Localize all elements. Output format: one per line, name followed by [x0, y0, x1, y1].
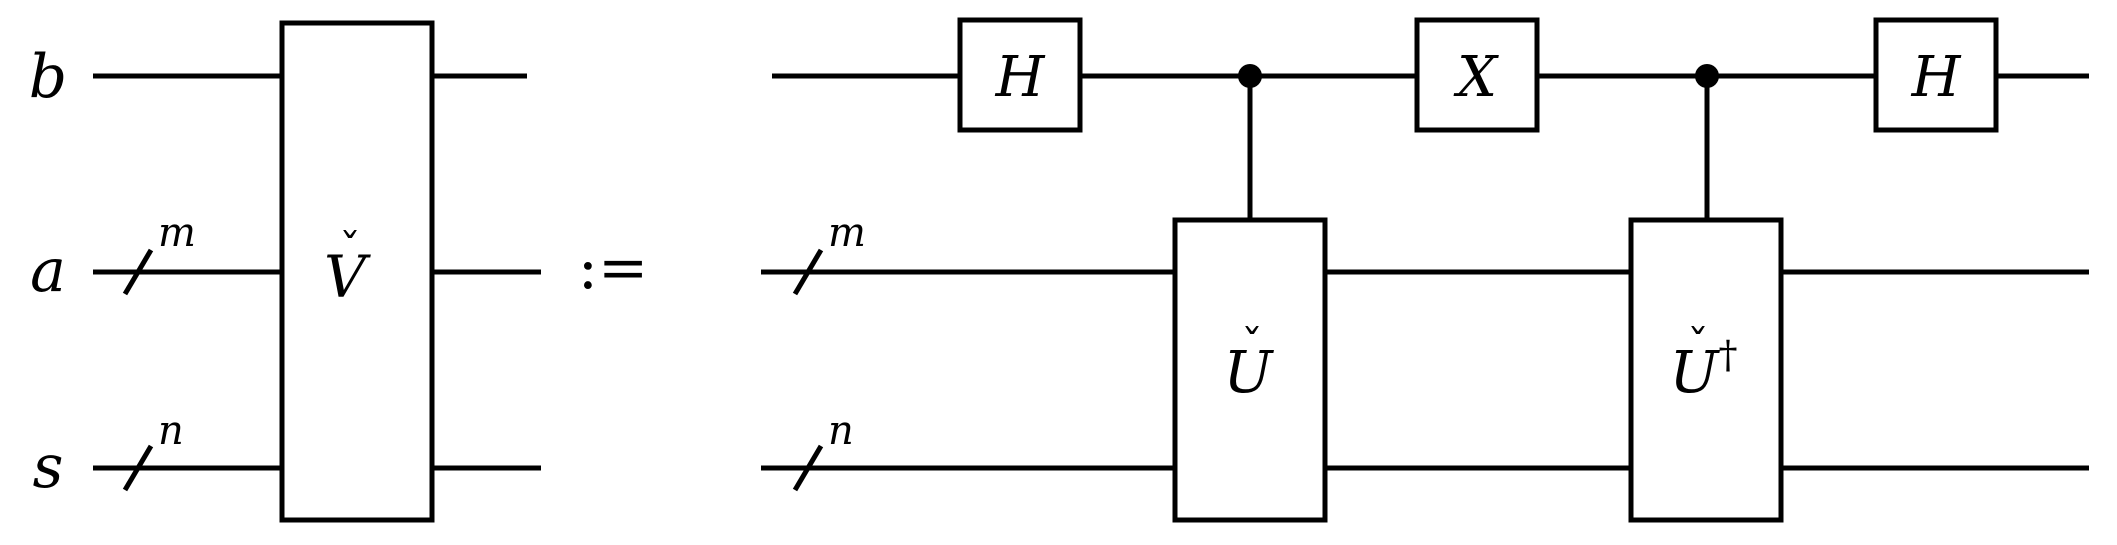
- gate-u-dagger-check-accent: ˇ: [1687, 321, 1709, 372]
- gate-u-dagger-symbol: †: [1719, 333, 1738, 377]
- lhs-bus-slash-a: [122, 248, 154, 296]
- rhs-bus-slash-s: [792, 444, 824, 492]
- lhs-bus-slash-s: [122, 444, 154, 492]
- wire-label-a: a: [30, 236, 66, 306]
- gate-hadamard-2: [1873, 17, 1999, 133]
- definition-operator: :=: [578, 233, 649, 303]
- lhs-bus-label-m: m: [158, 210, 196, 256]
- gate-pauli-x-label: X: [1453, 45, 1499, 110]
- wire-label-b: b: [29, 42, 67, 112]
- gate-u-check-dagger: [1628, 217, 1784, 523]
- gate-u-check: [1172, 217, 1328, 523]
- gate-u-check-accent: ˇ: [1241, 321, 1263, 372]
- gate-hadamard-1: [957, 17, 1083, 133]
- gate-u-dagger-label: U: [1670, 338, 1721, 406]
- gate-v-label: V: [324, 243, 371, 311]
- gate-hadamard-1-label: H: [995, 45, 1046, 110]
- gate-v-check: [279, 20, 435, 523]
- gate-u-label: U: [1224, 338, 1275, 406]
- gate-v-check-accent: ˇ: [339, 225, 361, 276]
- rhs-bus-label-n: n: [828, 408, 854, 454]
- wire-label-s: s: [33, 432, 64, 502]
- control-dot-2: [1695, 64, 1719, 88]
- gate-hadamard-2-label: H: [1911, 45, 1962, 110]
- control-dot-1: [1238, 64, 1262, 88]
- lhs-bus-label-n: n: [158, 408, 184, 454]
- rhs-bus-slash-a: [792, 248, 824, 296]
- rhs-bus-label-m: m: [828, 210, 866, 256]
- gate-pauli-x: [1414, 17, 1540, 133]
